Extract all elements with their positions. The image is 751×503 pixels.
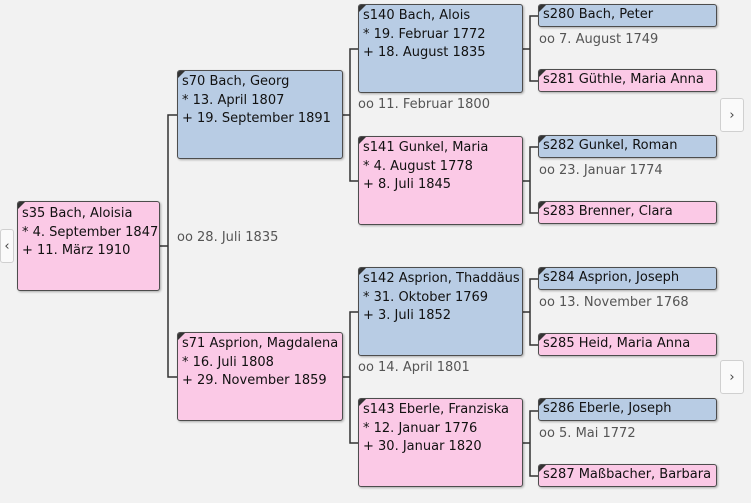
person-box-s287[interactable]: s287 Maßbacher, Barbara (538, 464, 717, 487)
person-box-s285[interactable]: s285 Heid, Maria Anna (538, 333, 717, 356)
corner-marker-icon (359, 399, 366, 406)
person-box-s35[interactable]: s35 Bach, Aloisia * 4. September 1847 + … (17, 201, 160, 291)
nav-left-button[interactable]: ‹ (0, 229, 14, 263)
nav-right-button-bottom[interactable]: › (720, 360, 744, 394)
person-name: s143 Eberle, Franziska (363, 402, 509, 417)
corner-marker-icon (539, 5, 546, 12)
person-death: + 19. September 1891 (182, 111, 331, 126)
person-birth: * 4. August 1778 (363, 158, 473, 174)
person-death: + 30. Januar 1820 (363, 439, 482, 454)
person-box-s284[interactable]: s284 Asprion, Joseph (538, 267, 717, 290)
person-death: + 8. Juli 1845 (363, 177, 452, 192)
corner-marker-icon (539, 136, 546, 143)
person-name: s285 Heid, Maria Anna (543, 336, 691, 351)
person-box-s286[interactable]: s286 Eberle, Joseph (538, 398, 717, 421)
person-birth: * 31. Oktober 1769 (363, 289, 489, 305)
person-name: s280 Bach, Peter (543, 7, 654, 22)
person-box-s141[interactable]: s141 Gunkel, Maria * 4. August 1778 + 8.… (358, 136, 523, 225)
person-death: + 3. Juli 1852 (363, 308, 452, 323)
person-name: s70 Bach, Georg (182, 74, 290, 89)
person-box-s71[interactable]: s71 Asprion, Magdalena * 16. Juli 1808 +… (177, 332, 343, 421)
marriage-date: oo 14. April 1801 (358, 360, 470, 375)
marriage-date: oo 11. Februar 1800 (358, 97, 490, 112)
person-birth: * 4. September 1847 (22, 224, 159, 240)
nav-right-button-top[interactable]: › (720, 98, 744, 132)
person-box-s140[interactable]: s140 Bach, Alois * 19. Februar 1772 + 18… (358, 4, 523, 93)
marriage-date: oo 28. Juli 1835 (177, 230, 279, 245)
person-box-s283[interactable]: s283 Brenner, Clara (538, 201, 717, 224)
person-name: s282 Gunkel, Roman (543, 138, 678, 153)
person-name: s71 Asprion, Magdalena (182, 336, 339, 351)
corner-marker-icon (18, 202, 25, 209)
person-box-s142[interactable]: s142 Asprion, Thaddäus * 31. Oktober 176… (358, 267, 523, 356)
corner-marker-icon (539, 465, 546, 472)
marriage-date: oo 23. Januar 1774 (539, 163, 663, 178)
person-name: s141 Gunkel, Maria (363, 140, 489, 155)
corner-marker-icon (178, 333, 185, 340)
marriage-date: oo 5. Mai 1772 (539, 426, 636, 441)
person-name: s35 Bach, Aloisia (22, 206, 133, 221)
corner-marker-icon (359, 268, 366, 275)
corner-marker-icon (359, 137, 366, 144)
chevron-right-icon: › (729, 369, 735, 385)
person-death: + 29. November 1859 (182, 373, 327, 388)
corner-marker-icon (539, 70, 546, 77)
person-name: s142 Asprion, Thaddäus (363, 271, 520, 286)
person-birth: * 19. Februar 1772 (363, 26, 486, 42)
person-name: s287 Maßbacher, Barbara (543, 467, 712, 482)
marriage-date: oo 7. August 1749 (539, 32, 659, 47)
person-box-s70[interactable]: s70 Bach, Georg * 13. April 1807 + 19. S… (177, 70, 343, 159)
chevron-left-icon: ‹ (4, 238, 10, 254)
person-birth: * 13. April 1807 (182, 92, 285, 108)
corner-marker-icon (539, 334, 546, 341)
person-death: + 18. August 1835 (363, 45, 486, 60)
corner-marker-icon (539, 202, 546, 209)
person-name: s140 Bach, Alois (363, 8, 471, 23)
corner-marker-icon (178, 71, 185, 78)
person-box-s280[interactable]: s280 Bach, Peter (538, 4, 717, 27)
person-box-s143[interactable]: s143 Eberle, Franziska * 12. Januar 1776… (358, 398, 523, 487)
person-name: s281 Güthle, Maria Anna (543, 72, 704, 87)
person-birth: * 16. Juli 1808 (182, 354, 274, 370)
corner-marker-icon (539, 268, 546, 275)
chevron-right-icon: › (729, 107, 735, 123)
person-birth: * 12. Januar 1776 (363, 420, 478, 436)
corner-marker-icon (359, 5, 366, 12)
marriage-date: oo 13. November 1768 (539, 295, 689, 310)
person-box-s282[interactable]: s282 Gunkel, Roman (538, 135, 717, 158)
person-name: s283 Brenner, Clara (543, 204, 673, 219)
corner-marker-icon (539, 399, 546, 406)
person-death: + 11. März 1910 (22, 243, 131, 258)
person-name: s284 Asprion, Joseph (543, 270, 680, 285)
person-name: s286 Eberle, Joseph (543, 401, 672, 416)
person-box-s281[interactable]: s281 Güthle, Maria Anna (538, 69, 717, 92)
